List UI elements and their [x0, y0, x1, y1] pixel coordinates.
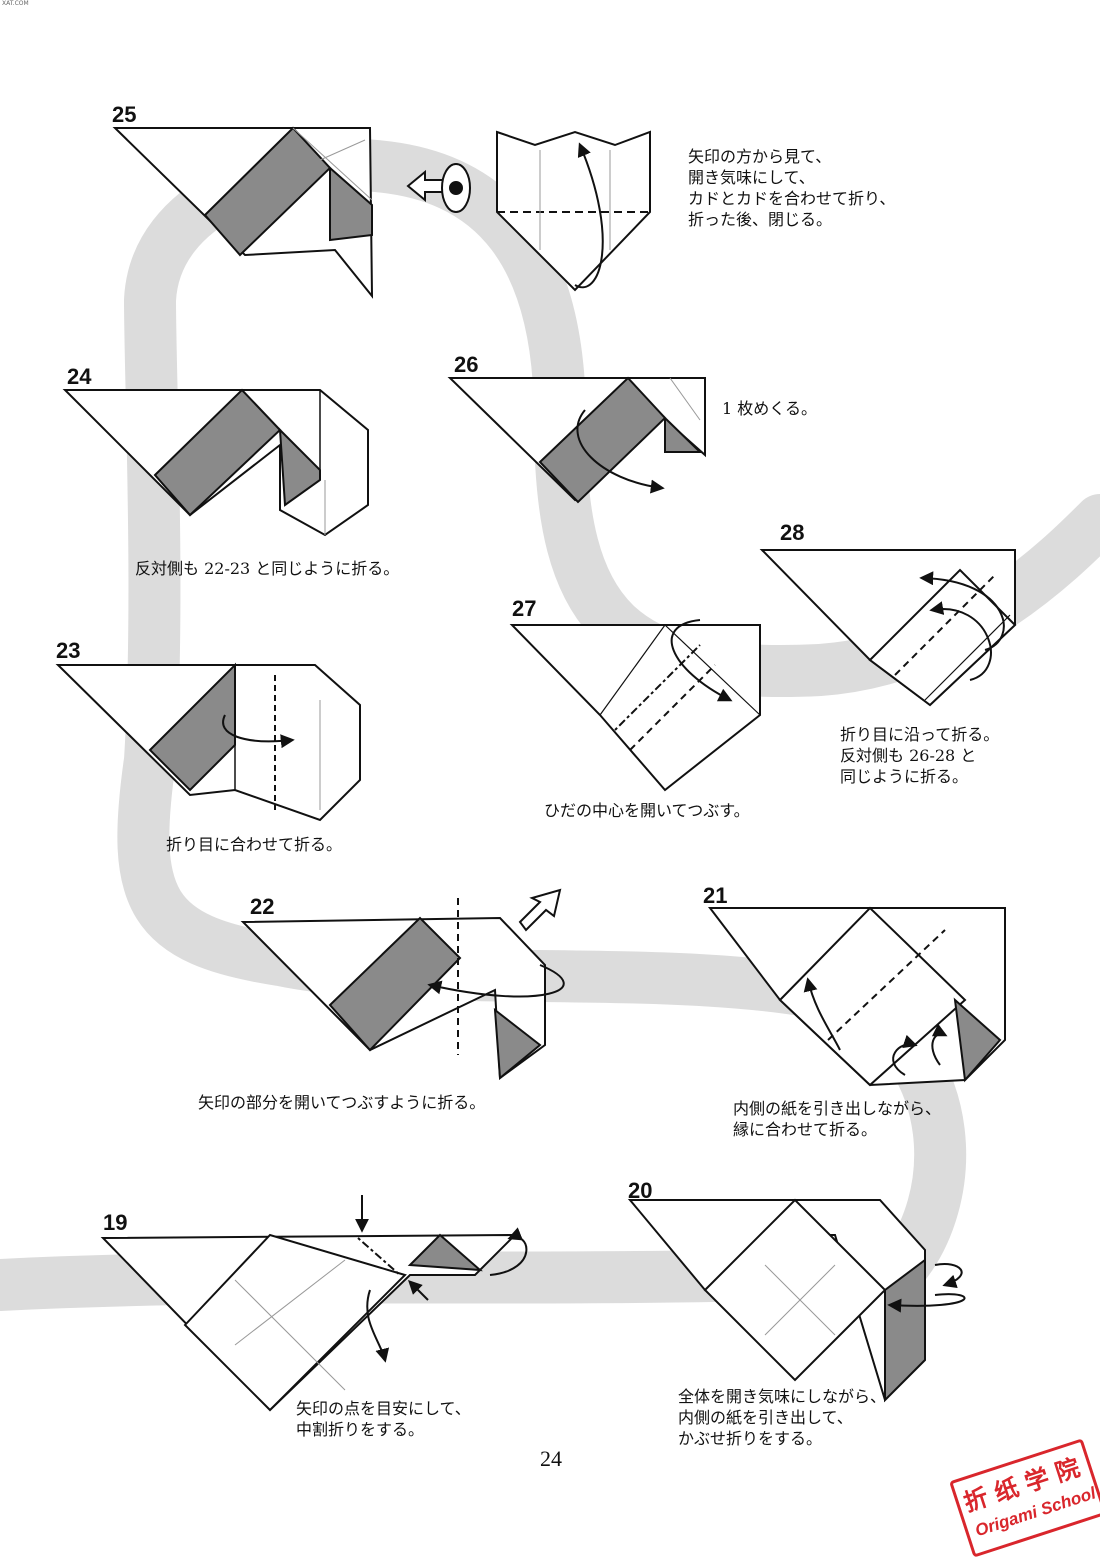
step-26-figure: [450, 378, 705, 502]
step-number-27: 27: [512, 596, 536, 622]
step-27-caption: ひだの中心を開いてつぶす。: [544, 800, 750, 821]
step-25-caption: 矢印の方から見て、 開き気味にして、 カドとカドを合わせて折り、 折った後、閉じ…: [688, 146, 895, 230]
step-20-caption: 全体を開き気味にしながら、 内側の紙を引き出して、 かぶせ折りをする。: [678, 1386, 886, 1449]
step-28-caption: 折り目に沿って折る。 反対側も 26-28 と 同じように折る。: [840, 724, 999, 787]
step-21-caption: 内側の紙を引き出しながら、 縁に合わせて折る。: [733, 1098, 941, 1140]
step-number-25: 25: [112, 102, 136, 128]
step-number-23: 23: [56, 638, 80, 664]
step-19-caption: 矢印の点を目安にして、 中割折りをする。: [296, 1398, 471, 1440]
step-23-caption: 折り目に合わせて折る。: [166, 834, 342, 855]
step-22-caption: 矢印の部分を開いてつぶすように折る。: [198, 1092, 485, 1113]
step-number-24: 24: [67, 364, 91, 390]
corner-mark: XAT.COM: [2, 0, 29, 7]
step-number-26: 26: [454, 352, 478, 378]
step-27-figure: [512, 620, 760, 790]
step-number-20: 20: [628, 1178, 652, 1204]
step-23-figure: [58, 665, 360, 820]
step-24-figure: [65, 390, 368, 535]
page-number: 24: [540, 1446, 562, 1472]
step-26-caption: 1 枚めくる。: [722, 398, 817, 419]
step-number-19: 19: [103, 1210, 127, 1236]
step-number-22: 22: [250, 894, 274, 920]
step-number-28: 28: [780, 520, 804, 546]
step-number-21: 21: [703, 883, 727, 909]
step-24-caption: 反対側も 22-23 と同じように折る。: [135, 558, 399, 579]
